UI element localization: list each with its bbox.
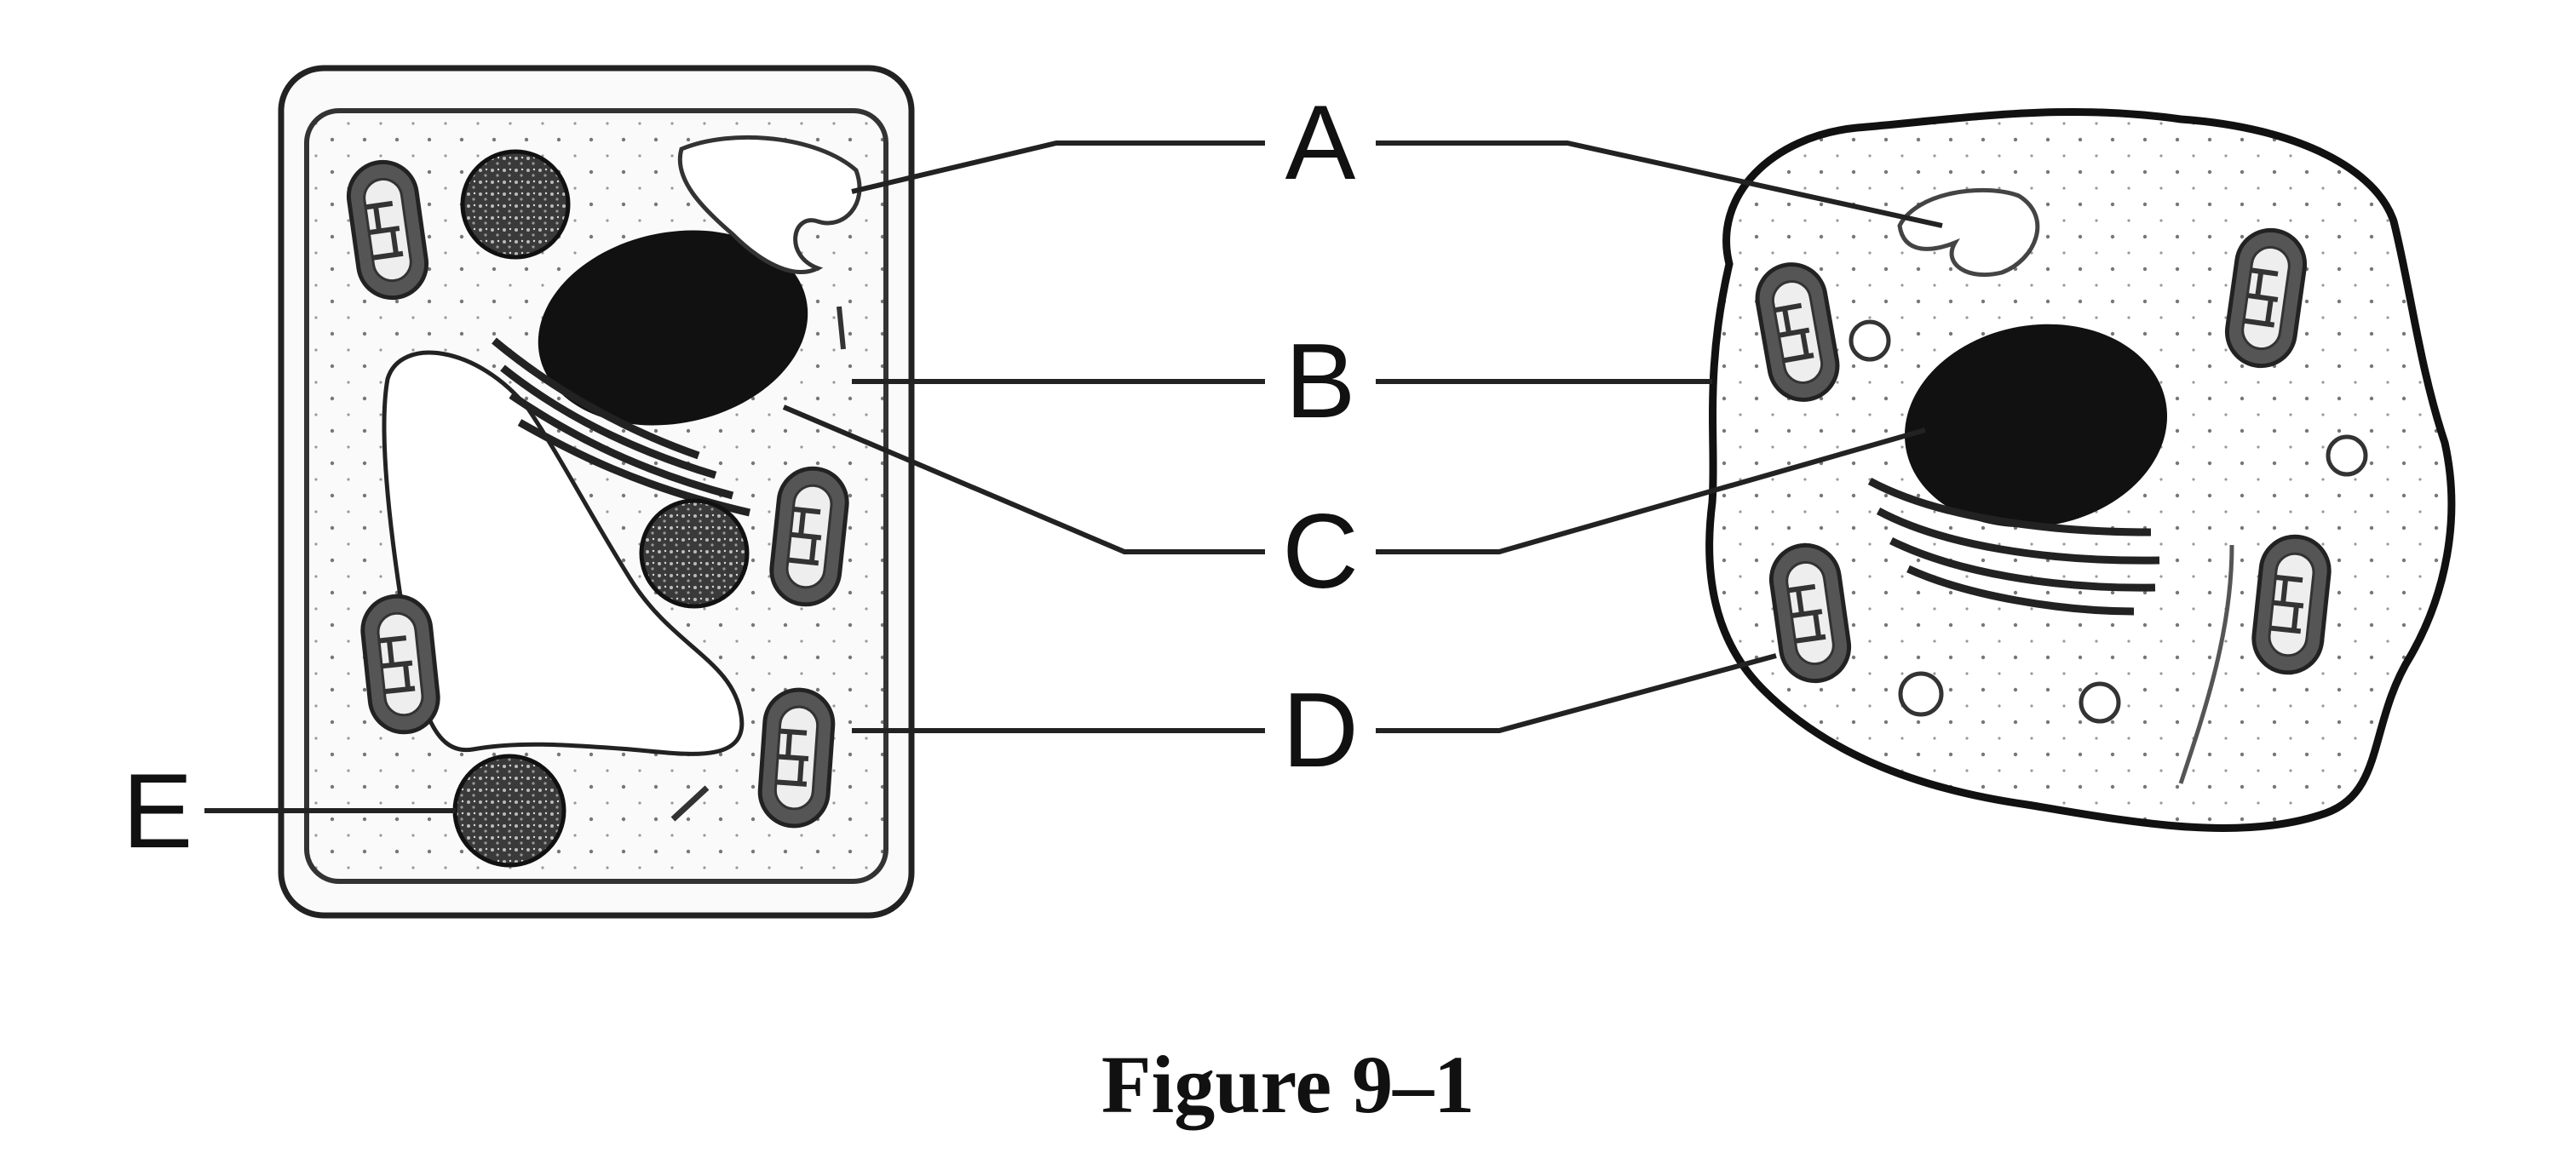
endoplasmic-reticulum [492,337,751,517]
label-e: E [123,753,193,870]
plant-cell [278,65,915,919]
lysosomes [1849,319,2368,724]
animal-endoplasmic-reticulum [1867,478,2160,616]
nucleus [538,230,808,426]
figure-caption: Figure 9–1 [1101,1039,1475,1130]
chromoplast [639,498,750,609]
animal-golgi-vesicle [1897,187,2040,278]
mitochondrion [359,593,441,735]
mitochondrion [758,687,836,828]
animal-mitochondrion [2251,533,2332,675]
label-c: C [1282,493,1359,611]
animal-nucleus [1904,324,2168,528]
chromoplast [460,149,571,260]
golgi-vesicle [677,135,862,274]
label-a: A [1285,84,1356,202]
animal-cell [1705,107,2456,833]
mitochondrion [768,465,850,607]
leader-lines [204,141,1943,813]
label-b: B [1285,323,1356,440]
label-d: D [1282,672,1359,789]
chromoplast-e [452,754,566,868]
